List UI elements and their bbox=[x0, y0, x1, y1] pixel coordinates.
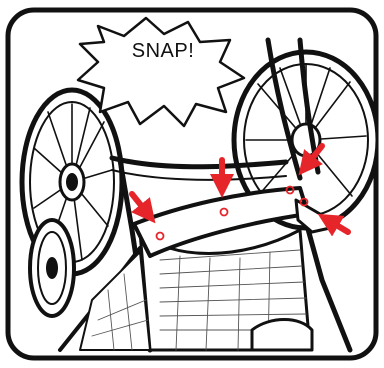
footrest bbox=[252, 320, 312, 351]
front-wheel-left bbox=[30, 220, 74, 316]
snap-callout-text: SNAP! bbox=[108, 40, 218, 63]
